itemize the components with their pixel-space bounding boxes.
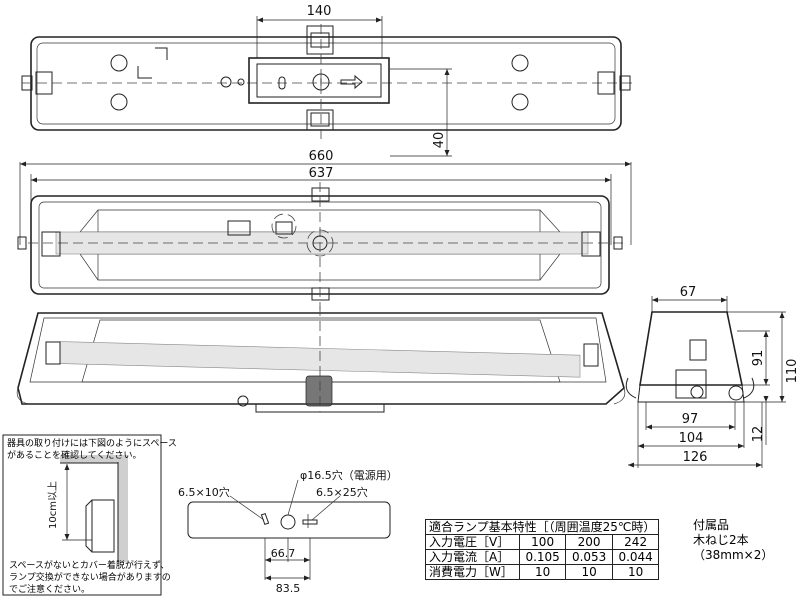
- accessories: 付属品 木ねじ2本 （38mm×2）: [693, 518, 773, 563]
- accessories-size: （38mm×2）: [693, 548, 774, 562]
- mounting-plate: [187, 479, 391, 581]
- dim-side-height-outer: 110: [785, 359, 800, 384]
- perspective-view: [16, 306, 626, 413]
- dim-top-height: 40: [432, 132, 447, 149]
- warning-note-line: スペースがないとカバー着脱が行えず、: [9, 561, 170, 571]
- cell-value: 0.105: [518, 549, 567, 565]
- length-dimensions: [19, 161, 632, 245]
- hole-a-label: 6.5×10穴: [178, 485, 230, 499]
- warning-note-line: でご注意ください。: [9, 585, 91, 595]
- row-label: 入力電圧［V］: [425, 534, 520, 550]
- cell-value: 200: [565, 534, 613, 550]
- dim-mount-b: 83.5: [276, 582, 301, 595]
- warning-note-line: ランプ交換ができない場合がありますの: [9, 573, 171, 583]
- dim-lamp-length: 637: [309, 166, 334, 181]
- cell-value: 10: [565, 564, 613, 580]
- table-row: 消費電力［W］ 10 10 10: [425, 564, 660, 580]
- hole-power-label: φ16.5穴（電源用）: [300, 468, 398, 482]
- lamp-spec-table: 適合ランプ基本特性［（周囲温度25℃時） 入力電圧［V］ 100 200 242…: [424, 519, 660, 580]
- dim-side-width: 67: [680, 285, 697, 300]
- space-note-line: 器具の取り付けには下図のようにスペース: [7, 439, 177, 449]
- cell-value: 0.053: [565, 549, 613, 565]
- row-label: 消費電力［W］: [425, 564, 520, 580]
- cell-value: 242: [611, 534, 660, 550]
- table-row: 入力電圧［V］ 100 200 242: [425, 534, 660, 550]
- dim-side-bottom: 12: [751, 426, 766, 443]
- top-view: [21, 16, 632, 157]
- cell-value: 10: [518, 564, 567, 580]
- accessories-item: 木ねじ2本: [693, 533, 749, 547]
- dim-side-height-inner: 91: [751, 350, 766, 367]
- dim-side-base-97: 97: [682, 412, 699, 427]
- accessories-title: 付属品: [693, 518, 730, 532]
- warning-note: スペースがないとカバー着脱が行えず、 ランプ交換ができない場合がありますの でご…: [9, 560, 171, 596]
- spec-table-title: 適合ランプ基本特性［（周囲温度25℃時）: [424, 519, 660, 535]
- vertical-space-label: 10cm以上: [47, 481, 59, 529]
- cell-value: 10: [611, 564, 660, 580]
- hole-b-label: 6.5×25穴: [316, 485, 368, 499]
- space-note: 器具の取り付けには下図のようにスペース があることを確認してください。: [7, 438, 177, 462]
- cell-value: 100: [518, 534, 567, 550]
- cell-value: 0.044: [611, 549, 660, 565]
- dim-side-base-104: 104: [679, 431, 704, 446]
- dim-mount-a: 66.7: [271, 547, 296, 560]
- row-label: 入力電流［A］: [425, 549, 520, 565]
- table-row: 入力電流［A］ 0.105 0.053 0.044: [425, 549, 660, 565]
- dim-top-width: 140: [307, 4, 332, 19]
- dim-side-base-126: 126: [683, 450, 708, 465]
- space-note-line: があることを確認してください。: [7, 451, 142, 461]
- space-note-box: [2, 434, 162, 596]
- side-view: [625, 296, 786, 468]
- dim-overall-length: 660: [309, 149, 334, 164]
- front-view: [17, 182, 628, 310]
